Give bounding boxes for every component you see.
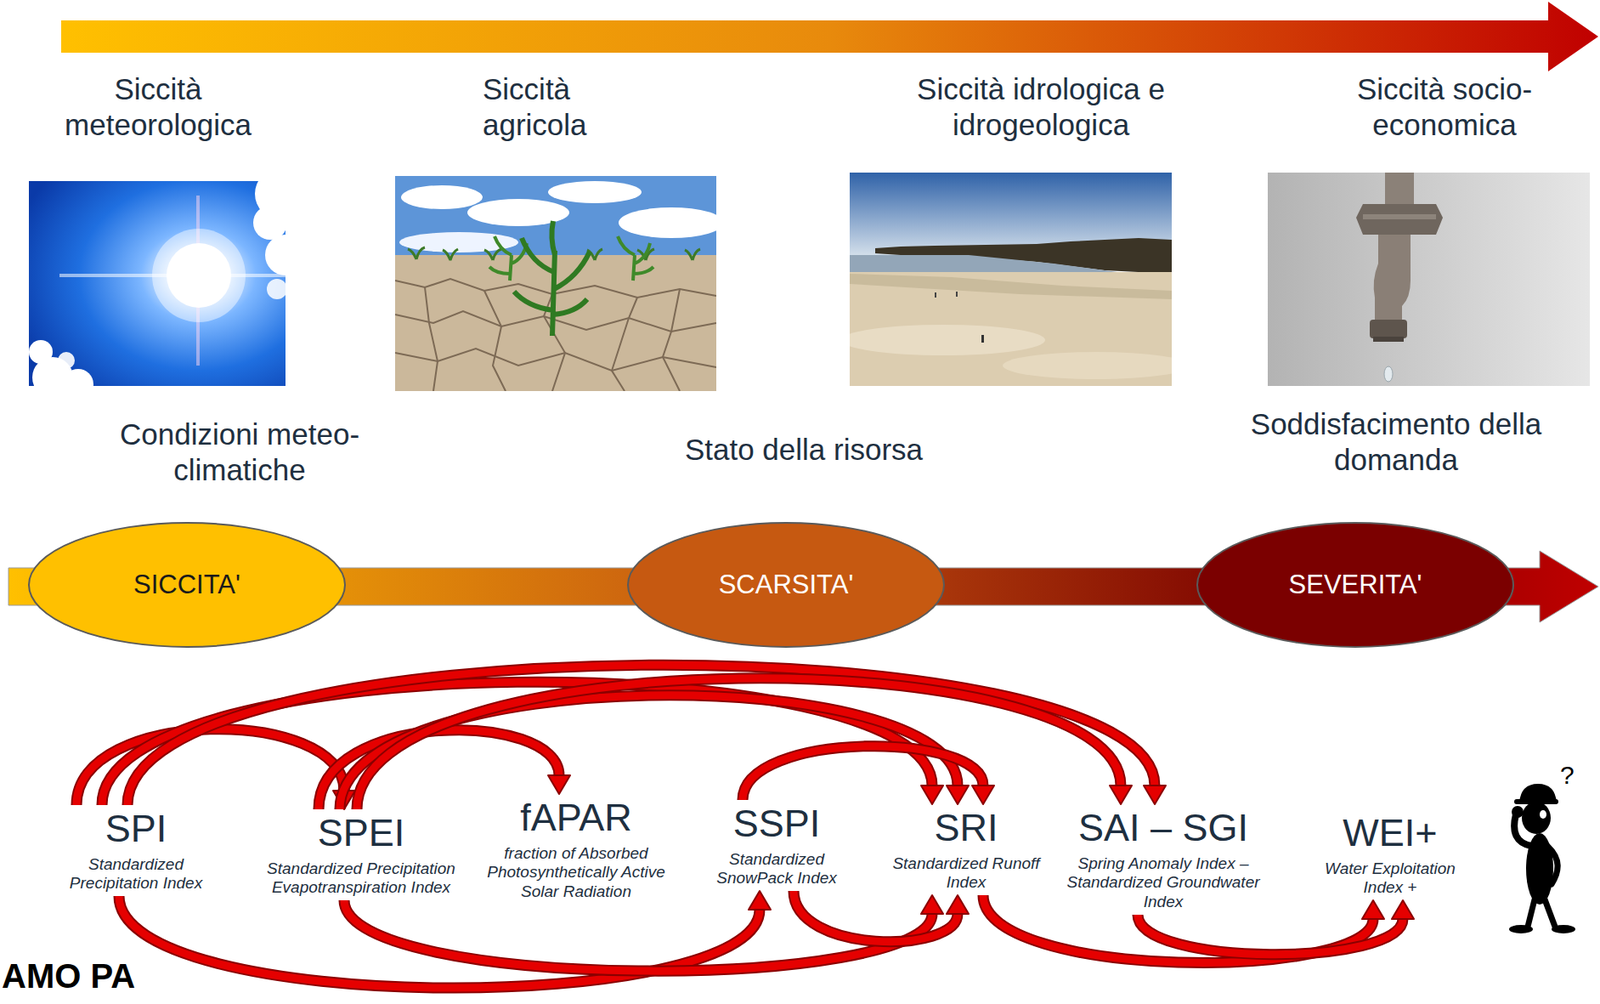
stage-description-box: Condizioni meteo-climatiche bbox=[95, 416, 385, 488]
stage-description: Stato della risorsa bbox=[684, 432, 923, 466]
flow-arrow bbox=[339, 695, 969, 809]
drought-stage-heading: Siccità meteorologica bbox=[64, 72, 252, 142]
stage-description-box: Soddisfacimento della domanda bbox=[1217, 406, 1575, 478]
flow-arrow bbox=[742, 746, 995, 804]
arrow-body bbox=[356, 678, 1121, 809]
phase-ellipse: SCARSITA' bbox=[626, 520, 946, 649]
arrow-outline bbox=[742, 746, 984, 800]
index-description: Standardized Runoff Index bbox=[883, 853, 1050, 894]
arrow-outline bbox=[1137, 914, 1403, 955]
phase-label: SICCITA' bbox=[133, 569, 241, 600]
stage-description-box: Stato della risorsa bbox=[625, 431, 983, 468]
flow-arrow bbox=[793, 890, 969, 942]
drought-stage-heading-box: Siccità socio-economica bbox=[1333, 71, 1556, 143]
drought-stage-heading: Siccità idrologica e idrogeologica bbox=[916, 72, 1165, 142]
question-mark: ? bbox=[1560, 760, 1575, 789]
index-node: fAPARfraction of Absorbed Photosynthetic… bbox=[477, 796, 675, 902]
top-timeline-arrow bbox=[61, 1, 1599, 72]
arrow-head bbox=[921, 894, 944, 914]
phase-label: SEVERITA' bbox=[1289, 569, 1423, 600]
arrow-outline bbox=[356, 678, 1121, 809]
index-node: SRIStandardized Runoff Index bbox=[883, 806, 1050, 893]
phase-ellipse: SEVERITA' bbox=[1195, 520, 1516, 649]
index-description: fraction of Absorbed Photosynthetically … bbox=[477, 843, 675, 902]
drought-stage-heading: Siccità agricola bbox=[482, 72, 588, 142]
phase-label: SCARSITA' bbox=[718, 569, 854, 600]
stage-description: Condizioni meteo-climatiche bbox=[119, 417, 360, 487]
index-acronym: SRI bbox=[883, 806, 1050, 849]
arrow-head bbox=[748, 890, 771, 910]
arrow-outline bbox=[339, 695, 958, 809]
drought-stage-heading-box: Siccità meteorologica bbox=[43, 71, 273, 143]
arrow-head bbox=[946, 894, 969, 914]
index-node: SPEI Standardized Precipitation Evapotran… bbox=[257, 811, 466, 898]
stage-description: Soddisfacimento della domanda bbox=[1250, 407, 1542, 476]
index-node: SSPIStandardized SnowPack Index bbox=[706, 802, 848, 888]
arrow-head bbox=[1143, 785, 1166, 804]
arrow-body bbox=[1137, 914, 1403, 955]
thinking-man-figure bbox=[1509, 783, 1576, 933]
arrow-body bbox=[793, 890, 958, 942]
index-description: Standardized Precipitation Index bbox=[50, 854, 221, 894]
question-mark-box: ? bbox=[1560, 759, 1575, 791]
index-acronym: fAPAR bbox=[477, 796, 675, 839]
index-acronym: WEI+ bbox=[1311, 811, 1470, 854]
arrow-head bbox=[972, 785, 995, 804]
drought-stage-heading: Siccità socio-economica bbox=[1356, 72, 1533, 142]
arrow-body bbox=[339, 695, 958, 809]
index-acronym: SPEI bbox=[257, 811, 466, 854]
sun-photo bbox=[28, 180, 286, 386]
drought-stage-heading-box: Siccità idrologica e idrogeologica bbox=[887, 71, 1194, 143]
arrow-head bbox=[946, 785, 969, 804]
dry-riverbed-photo bbox=[849, 172, 1172, 386]
cracked-field-photo bbox=[395, 175, 717, 391]
arrow-head bbox=[921, 785, 944, 804]
ellipse-outline bbox=[28, 522, 345, 647]
arrow-head bbox=[1362, 899, 1385, 919]
index-node: WEI+ Water Exploitation Index + bbox=[1311, 811, 1470, 898]
ellipse-outline bbox=[1197, 522, 1514, 647]
arrow-outline bbox=[793, 890, 958, 942]
index-acronym: SAI – SGI bbox=[1055, 806, 1273, 849]
index-node: SPIStandardized Precipitation Index bbox=[50, 807, 221, 894]
index-description: Standardized Precipitation Evapotranspir… bbox=[257, 859, 466, 899]
arrow-head bbox=[548, 774, 571, 794]
arrow-head bbox=[1109, 785, 1132, 804]
phase-ellipse: SICCITA' bbox=[27, 520, 347, 649]
index-node: SAI – SGISpring Anomaly Index – Standard… bbox=[1055, 806, 1273, 912]
index-description: Water Exploitation Index + bbox=[1311, 859, 1470, 899]
index-acronym: SPI bbox=[50, 807, 221, 850]
ellipse-outline bbox=[627, 522, 945, 647]
flow-arrow bbox=[356, 678, 1132, 809]
index-acronym: SSPI bbox=[706, 802, 848, 845]
arrow-body bbox=[742, 746, 984, 800]
arrow-head bbox=[1391, 899, 1414, 919]
index-description: Spring Anomaly Index – Standardized Grou… bbox=[1055, 853, 1273, 912]
watermark-box: AMO PA bbox=[1, 955, 136, 996]
drought-stage-heading-box: Siccità agricola bbox=[482, 71, 653, 143]
index-description: Standardized SnowPack Index bbox=[706, 849, 848, 889]
watermark: AMO PA bbox=[1, 956, 136, 995]
dripping-tap-photo bbox=[1267, 172, 1590, 386]
